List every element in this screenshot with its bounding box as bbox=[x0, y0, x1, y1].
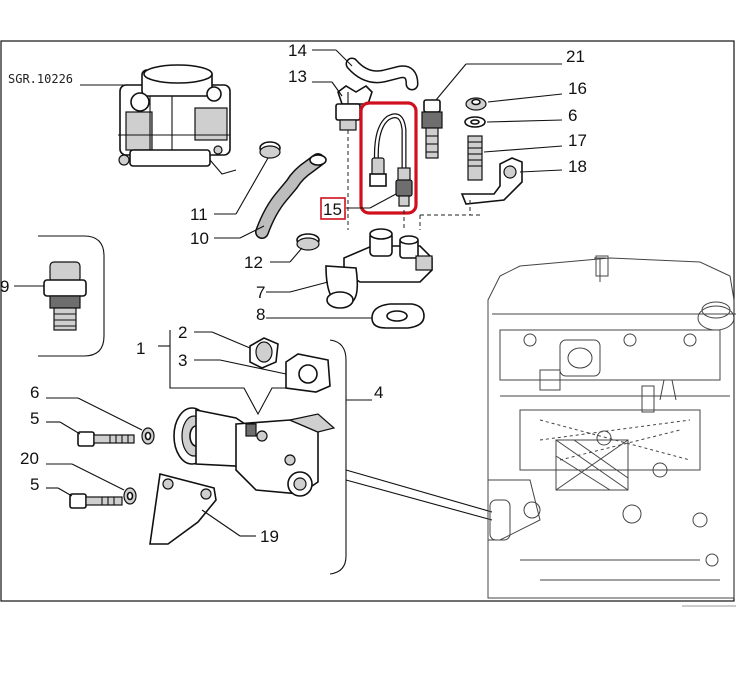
callout-5-lower: 5 bbox=[30, 475, 39, 494]
bracket-4 bbox=[329, 339, 347, 575]
nut-20 bbox=[123, 487, 137, 505]
bracket-18 bbox=[460, 157, 523, 205]
sensor-21 bbox=[421, 99, 443, 159]
highlight-box-15 bbox=[359, 101, 418, 215]
callout-3: 3 bbox=[178, 351, 187, 370]
callout-15: 15 bbox=[323, 200, 342, 219]
water-pump bbox=[173, 407, 336, 497]
callout-19: 19 bbox=[260, 527, 279, 546]
callout-5-upper: 5 bbox=[30, 409, 39, 428]
callout-1: 1 bbox=[136, 339, 145, 358]
callout-7: 7 bbox=[256, 283, 265, 302]
gasket-8 bbox=[371, 303, 425, 329]
callout-6-pump: 6 bbox=[30, 383, 39, 402]
callout-10: 10 bbox=[190, 229, 209, 248]
temperature-wiring-15 bbox=[369, 113, 413, 207]
hose-14 bbox=[345, 57, 419, 91]
callout-8: 8 bbox=[256, 305, 265, 324]
callout-20: 20 bbox=[20, 449, 39, 468]
callout-11: 11 bbox=[190, 205, 208, 224]
bushing-2 bbox=[249, 337, 279, 369]
washer-6-pump bbox=[141, 427, 155, 445]
callout-2: 2 bbox=[178, 323, 187, 342]
carburettor-illustration bbox=[118, 64, 237, 175]
callout-16: 16 bbox=[568, 79, 587, 98]
drawing-reference: SGR.10226 bbox=[8, 72, 73, 86]
hose-clamp-11 bbox=[259, 141, 281, 159]
bolt-5-upper bbox=[77, 431, 135, 447]
coolant-hose-10 bbox=[255, 153, 327, 239]
engine-block bbox=[487, 255, 736, 599]
callout-4: 4 bbox=[374, 383, 383, 402]
callout-14: 14 bbox=[288, 41, 307, 60]
gasket-3 bbox=[285, 353, 331, 393]
callout-17: 17 bbox=[568, 131, 587, 150]
callout-box-15 bbox=[320, 197, 346, 220]
callout-12: 12 bbox=[244, 253, 263, 272]
callout-18: 18 bbox=[568, 157, 587, 176]
temperature-sender-9 bbox=[43, 261, 87, 331]
bolt-5-lower bbox=[69, 493, 123, 509]
plate-19 bbox=[149, 473, 217, 545]
diagram-border bbox=[0, 40, 735, 602]
callout-6-top: 6 bbox=[568, 106, 577, 125]
nut-16 bbox=[465, 97, 487, 111]
bracket-9 bbox=[38, 235, 105, 357]
thermostat-housing-7 bbox=[325, 228, 433, 309]
callout-9: 9 bbox=[0, 277, 9, 296]
callout-21: 21 bbox=[566, 47, 585, 66]
thermostat-fitting-13 bbox=[335, 84, 373, 131]
callout-13: 13 bbox=[288, 67, 307, 86]
stud-17 bbox=[467, 135, 483, 181]
assembly-guide bbox=[347, 130, 480, 230]
bracket-1 bbox=[169, 330, 316, 416]
hose-clamp-12 bbox=[296, 233, 320, 251]
washer-6-top bbox=[464, 116, 486, 128]
